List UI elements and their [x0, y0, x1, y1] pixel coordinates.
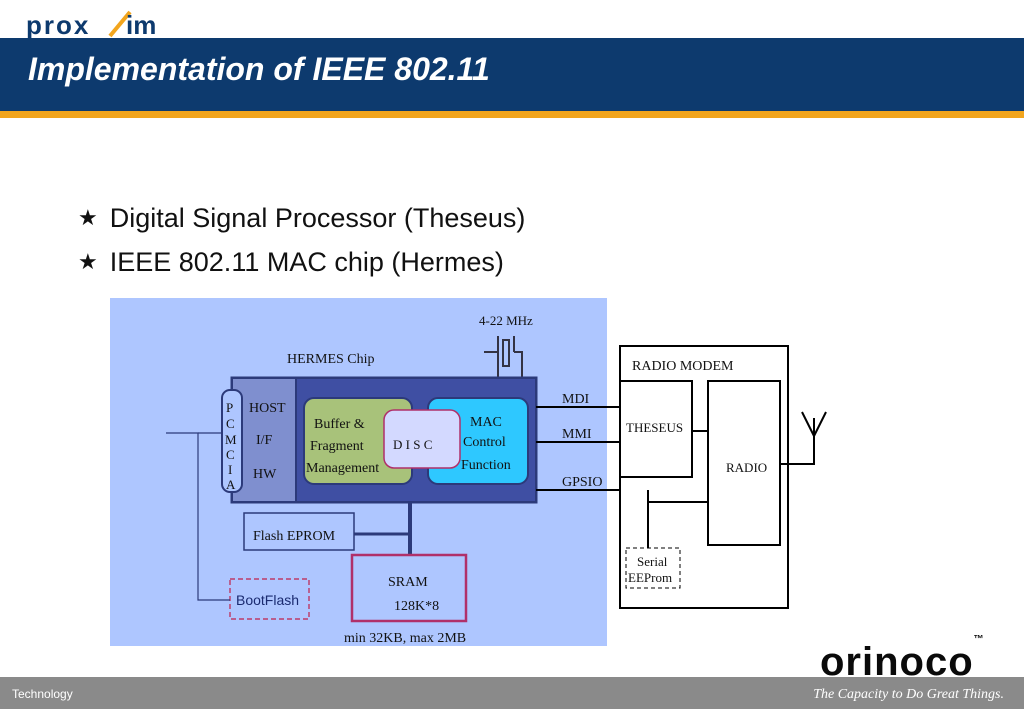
pcmcia-letter: C [226, 416, 235, 431]
bullet-item: ★ IEEE 802.11 MAC chip (Hermes) [78, 240, 525, 284]
proxim-logo: prox im [26, 10, 156, 40]
svg-text:prox: prox [26, 10, 90, 40]
hermes-chip-label: HERMES Chip [287, 352, 375, 367]
bootflash-block [229, 578, 310, 620]
freq-label: 4-22 MHz [479, 313, 533, 328]
page-title: Implementation of IEEE 802.11 [28, 51, 490, 87]
footer-section-label: Technology [12, 687, 73, 701]
memory-note: min 32KB, max 2MB [344, 631, 466, 646]
eeprom-label: EEProm [628, 570, 672, 585]
theseus-label: THESEUS [626, 420, 683, 435]
serial-label: Serial [637, 554, 668, 569]
sram-label: SRAM [388, 575, 428, 590]
mdi-label: MDI [562, 392, 590, 407]
management-label: Management [306, 461, 379, 476]
pcmcia-letter: I [228, 462, 232, 477]
pcmcia-connector [221, 389, 243, 493]
star-icon: ★ [78, 205, 98, 230]
orinoco-logo: orinoco™ [820, 634, 985, 685]
bullet-text: Digital Signal Processor (Theseus) [109, 203, 526, 233]
mmi-label: MMI [562, 427, 592, 442]
theseus-block [619, 380, 693, 478]
sram-size-label: 128K*8 [394, 599, 439, 614]
star-icon: ★ [78, 249, 98, 274]
if-label: I/F [256, 433, 273, 448]
oscillator-icon [484, 336, 523, 378]
flash-eprom-block [243, 512, 355, 551]
flash-eprom-label: Flash EPROM [253, 529, 336, 544]
title-bar: Implementation of IEEE 802.11 [0, 38, 1024, 118]
hw-label: HW [253, 467, 277, 482]
bullet-item: ★ Digital Signal Processor (Theseus) [78, 196, 525, 240]
disc-block [383, 409, 461, 469]
bootflash-connector [166, 432, 230, 601]
pcmcia-letter: M [225, 432, 237, 447]
sram-block [350, 553, 468, 623]
footer: Technology The Capacity to Do Great Thin… [0, 677, 1024, 709]
host-label: HOST [249, 401, 286, 416]
trademark-mark: ™ [973, 634, 985, 645]
buffer-label: Buffer & [314, 417, 365, 432]
mac-label: MAC [470, 415, 502, 430]
pcmcia-letter: C [226, 447, 235, 462]
brand-text: orinoco [820, 640, 974, 684]
bootflash-label: BootFlash [236, 592, 299, 608]
gpsio-label: GPSIO [562, 475, 602, 490]
pcmcia-letter: A [226, 477, 236, 492]
fragment-label: Fragment [310, 439, 364, 454]
antenna-line [780, 418, 815, 465]
bullet-text: IEEE 802.11 MAC chip (Hermes) [109, 247, 504, 277]
control-label: Control [463, 435, 506, 450]
radio-label: RADIO [726, 460, 767, 475]
accent-stripe [0, 111, 1024, 118]
footer-tagline: The Capacity to Do Great Things. [813, 687, 1004, 702]
radio-block [707, 380, 781, 546]
serial-eeprom-block [625, 547, 681, 589]
svg-text:im: im [126, 10, 156, 40]
antenna-icon [801, 411, 827, 437]
disc-label: D I S C [393, 437, 432, 452]
radio-modem-label: RADIO MODEM [632, 359, 734, 374]
function-label: Function [461, 458, 511, 473]
pcmcia-letter: P [226, 400, 233, 415]
bullet-list: ★ Digital Signal Processor (Theseus) ★ IEE… [78, 196, 525, 284]
